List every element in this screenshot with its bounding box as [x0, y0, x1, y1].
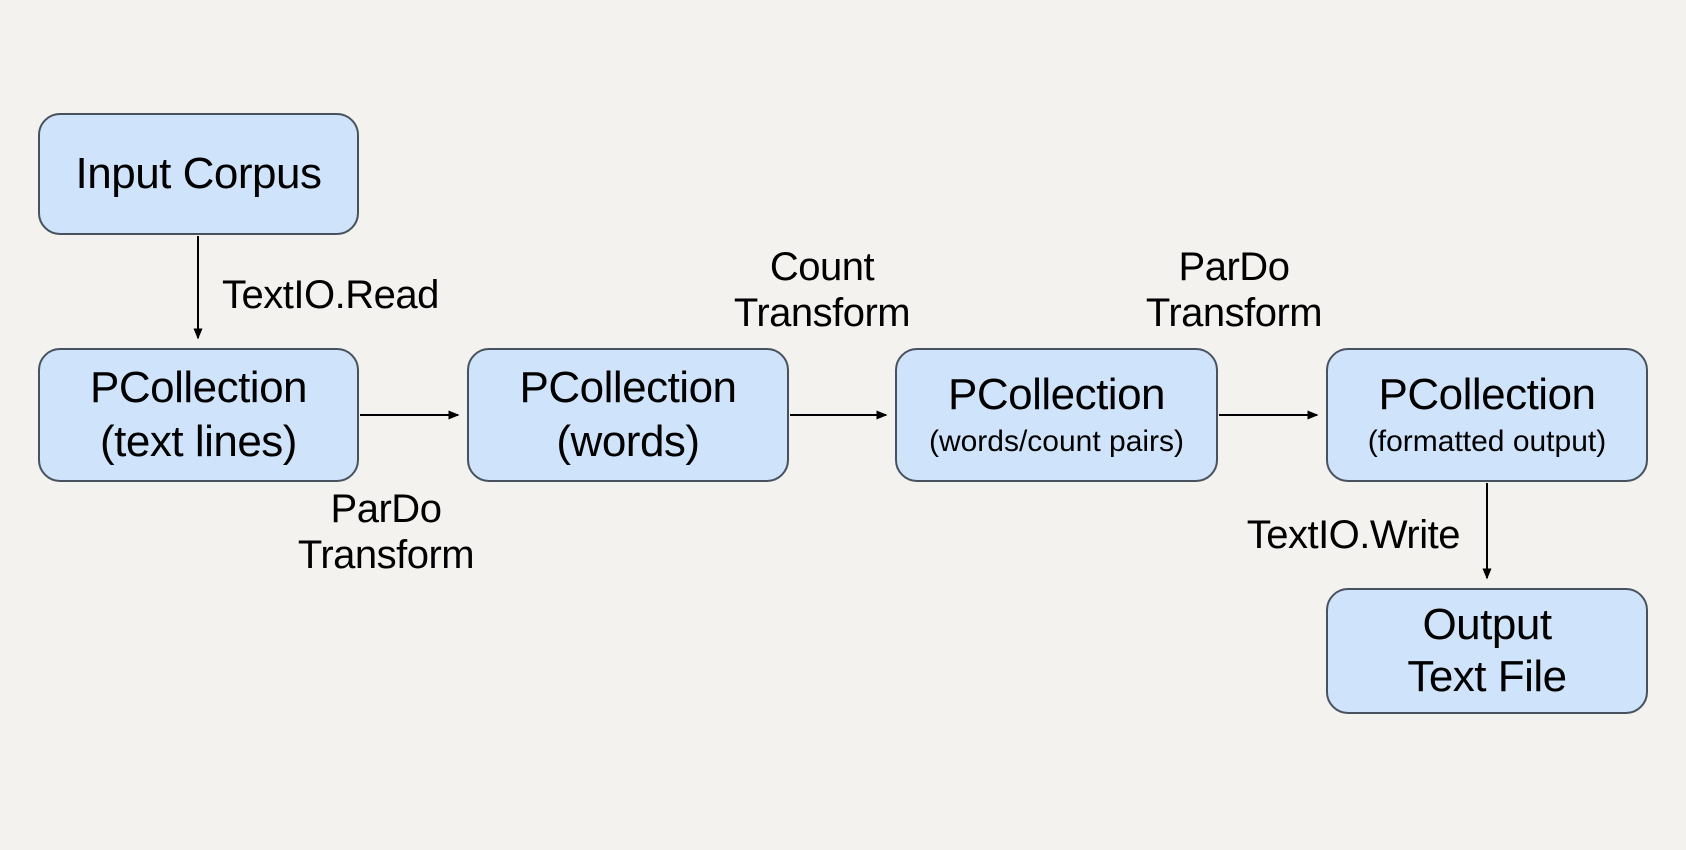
node-title: PCollection	[1378, 370, 1596, 419]
node-input-corpus: Input Corpus	[38, 113, 359, 235]
edge-label-count-transform: Count Transform	[733, 244, 911, 336]
node-title: PCollection	[947, 370, 1166, 419]
node-title: Output	[1422, 600, 1552, 649]
edge-label-textio-write: TextIO.Write	[1246, 513, 1461, 557]
node-subtitle: Text File	[1407, 652, 1567, 701]
node-subtitle: (text lines)	[100, 417, 297, 466]
node-output-text-file: Output Text File	[1326, 588, 1648, 714]
edge-label-line: Transform	[733, 291, 911, 335]
node-pcollection-text-lines: PCollection (text lines)	[38, 348, 359, 482]
edge-label-line: ParDo	[330, 487, 442, 531]
edge-label-pardo-transform-a: ParDo Transform	[297, 486, 475, 578]
node-input-corpus-label: Input Corpus	[75, 149, 322, 198]
edge-label-pardo-transform-b: ParDo Transform	[1145, 244, 1323, 336]
node-title: PCollection	[519, 363, 737, 412]
node-subtitle: (words/count pairs)	[928, 425, 1185, 458]
node-pcollection-word-count-pairs: PCollection (words/count pairs)	[895, 348, 1218, 482]
node-title: PCollection	[89, 363, 308, 412]
node-subtitle: (formatted output)	[1367, 425, 1607, 458]
node-subtitle: (words)	[556, 417, 700, 466]
edge-label-line: Transform	[297, 533, 475, 577]
edge-label-line: Transform	[1145, 291, 1323, 335]
edge-label-textio-read: TextIO.Read	[222, 273, 439, 317]
node-pcollection-formatted-output: PCollection (formatted output)	[1326, 348, 1648, 482]
node-pcollection-words: PCollection (words)	[467, 348, 789, 482]
edge-label-line: Count	[769, 245, 875, 289]
edge-label-line: ParDo	[1178, 245, 1290, 289]
